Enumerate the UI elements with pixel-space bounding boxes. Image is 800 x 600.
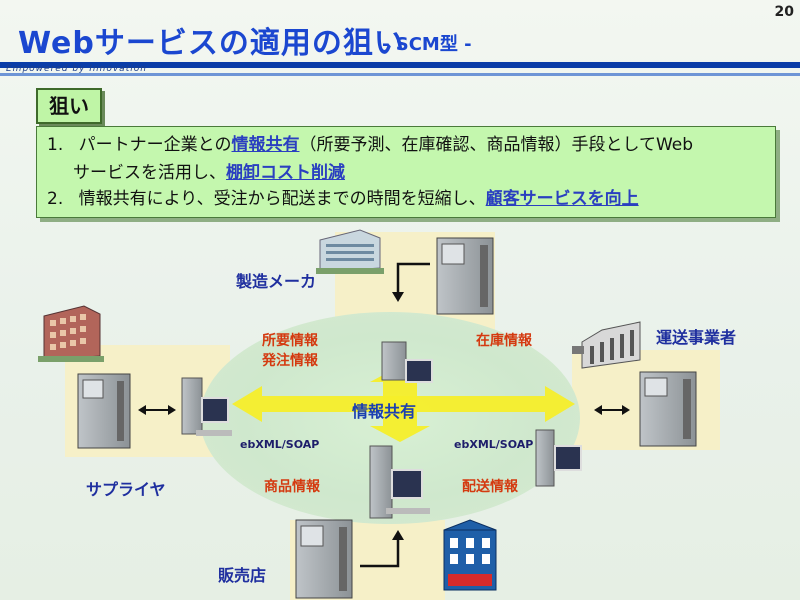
manufacturer-label: 製造メーカ	[236, 272, 317, 291]
aim-item-1-continuation: サービスを活用し、棚卸コスト削減	[73, 159, 345, 187]
supplier-label: サプライヤ	[86, 480, 166, 499]
highlight-cost-reduction: 棚卸コスト削減	[226, 163, 345, 183]
product-info-label: 商品情報	[264, 479, 320, 495]
tagline: Empowered by Innovation	[6, 64, 147, 74]
requirement-info-label: 所要情報	[262, 333, 318, 349]
aim-item-1-detail: （所要予測、在庫確認、商品情報）手段としてWeb	[299, 135, 694, 155]
transport-pc-icon	[535, 429, 582, 487]
manufacturer-link-arrow	[396, 262, 430, 295]
retailer-server-icon	[295, 519, 353, 599]
info-sharing-arrows	[232, 366, 575, 442]
info-sharing-center-label: 情報共有	[352, 402, 417, 421]
delivery-info-label: 配送情報	[462, 479, 518, 495]
center-pc-icon	[381, 341, 433, 383]
retailer-pc-icon	[369, 445, 430, 519]
aim-item-2-number: 2.	[47, 189, 64, 209]
highlight-info-sharing: 情報共有	[231, 135, 300, 155]
transport-label: 運送事業者	[656, 328, 737, 347]
manufacturer-server-icon	[436, 237, 494, 315]
aim-item-1-number: 1.	[47, 135, 64, 155]
title-rule-secondary	[0, 73, 800, 76]
factory-building-icon	[316, 229, 384, 274]
retailer-link-arrow	[360, 538, 400, 568]
title-rule	[0, 62, 800, 68]
store-building-icon	[443, 519, 497, 591]
order-info-label: 発注情報	[262, 353, 318, 369]
aim-box: 1. パートナー企業との情報共有（所要予測、在庫確認、商品情報）手段としてWeb…	[36, 126, 776, 218]
slide-title: Webサービスの適用の狙い	[18, 26, 405, 61]
retailer-label: 販売店	[218, 566, 267, 585]
supplier-pc-icon	[181, 377, 232, 436]
retailer-link-arrowhead	[392, 530, 404, 540]
transport-link-arrow	[594, 405, 630, 415]
protocol-label-left: ebXML/SOAP	[240, 438, 320, 451]
inventory-info-label: 在庫情報	[476, 333, 532, 349]
slide-number: 20	[774, 4, 794, 20]
warehouse-building-icon	[572, 321, 641, 369]
office-building-icon	[38, 305, 104, 362]
aim-item-1: 1. パートナー企業との情報共有（所要予測、在庫確認、商品情報）手段としてWeb	[47, 131, 693, 159]
slide-subtitle: - SCM型 -	[382, 34, 472, 55]
aim-label: 狙い	[36, 88, 102, 124]
supplier-link-arrow	[138, 405, 176, 415]
aim-item-1-text: パートナー企業との	[78, 135, 232, 155]
aim-item-1-cont-text: サービスを活用し、	[73, 163, 226, 183]
protocol-label-right: ebXML/SOAP	[454, 438, 534, 451]
manufacturer-link-arrowhead	[392, 292, 404, 302]
highlight-customer-service: 顧客サービスを向上	[485, 189, 639, 209]
aim-item-2-text: 情報共有により、受注から配送までの時間を短縮し、	[78, 189, 486, 209]
aim-item-2: 2. 情報共有により、受注から配送までの時間を短縮し、顧客サービスを向上	[47, 185, 639, 213]
supplier-server-icon	[77, 373, 131, 449]
transport-server-icon	[639, 371, 697, 447]
